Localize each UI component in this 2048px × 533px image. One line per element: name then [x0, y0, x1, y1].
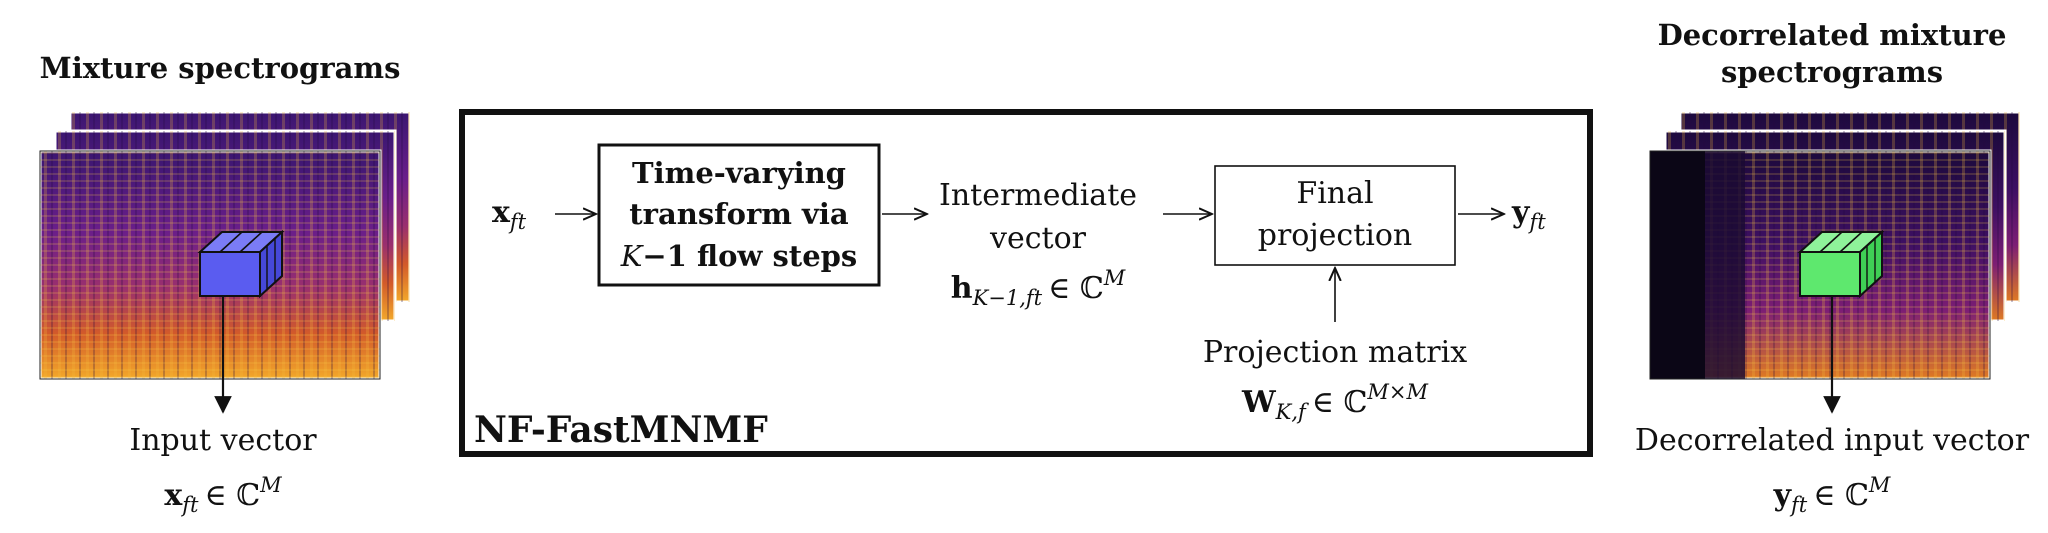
final-line2: projection — [1258, 218, 1413, 253]
right-title-line2: spectrograms — [1721, 55, 1943, 89]
left-title: Mixture spectrograms — [40, 51, 401, 85]
left-panel: Mixture spectrograms Input vector xft∈ ℂ… — [38, 51, 412, 517]
input-vector-math: xft∈ ℂM — [164, 473, 282, 517]
nf-fastmnmf-title: NF-FastMNMF — [474, 409, 768, 451]
decorrelated-vector-math: yft∈ ℂM — [1773, 473, 1891, 517]
input-vector-label: Input vector — [129, 423, 317, 458]
right-tf-cube — [1797, 229, 1885, 299]
right-title-line1: Decorrelated mixture — [1658, 18, 2007, 52]
final-projection-box — [1214, 165, 1456, 266]
output-symbol: yft — [1511, 195, 1546, 234]
decorrelated-vector-label: Decorrelated input vector — [1635, 423, 2030, 458]
nf-fastmnmf-frame — [459, 109, 1593, 457]
right-spectrogram-stack — [1648, 110, 2022, 381]
input-symbol: xft — [492, 195, 527, 234]
final-line1: Final — [1296, 176, 1373, 211]
intermediate-line2: vector — [989, 221, 1087, 256]
transform-line2: transform via — [629, 197, 849, 231]
center-panel: NF-FastMNMF xft Time-varying transform v… — [459, 109, 1593, 457]
projection-matrix-math: WK,f∈ ℂM×M — [1241, 380, 1429, 424]
projection-matrix-label: Projection matrix — [1203, 335, 1467, 370]
transform-line1: Time-varying — [632, 156, 846, 190]
transform-box — [597, 143, 881, 287]
intermediate-line1: Intermediate — [939, 178, 1137, 213]
left-tf-cube — [197, 229, 285, 299]
right-panel: Decorrelated mixture spectrograms Dec — [1635, 18, 2030, 517]
intermediate-vector-math: hK−1,ft∈ ℂM — [951, 266, 1126, 310]
transform-line3: K−1 flow steps — [620, 239, 858, 273]
